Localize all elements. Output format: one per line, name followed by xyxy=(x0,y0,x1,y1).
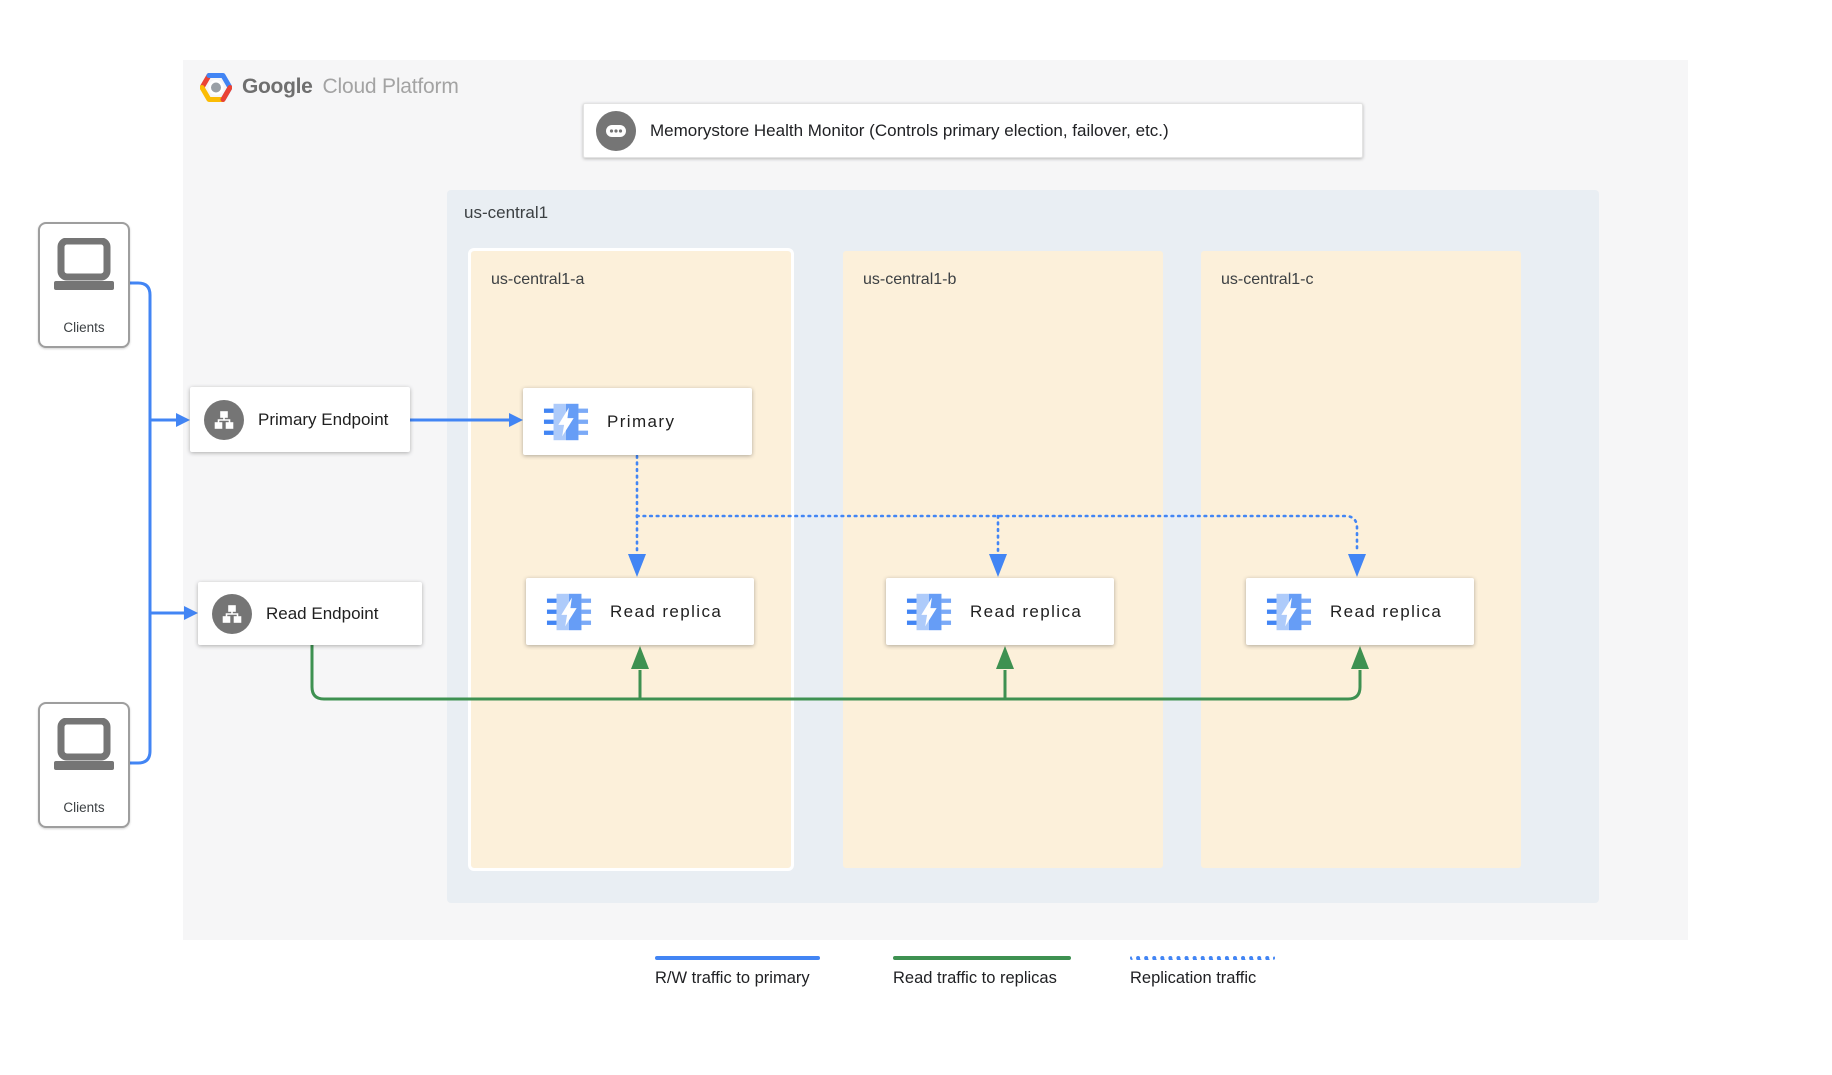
read-endpoint-label: Read Endpoint xyxy=(266,603,379,623)
read-replica-node-c: Read replica xyxy=(1246,578,1474,645)
laptop-icon xyxy=(51,718,117,774)
clients-label: Clients xyxy=(63,320,105,335)
read-endpoint-node: Read Endpoint xyxy=(198,582,422,645)
health-monitor-box: Memorystore Health Monitor (Controls pri… xyxy=(583,103,1363,158)
logo-text-cloud-platform: Cloud Platform xyxy=(322,75,459,98)
health-monitor-label: Memorystore Health Monitor (Controls pri… xyxy=(650,120,1169,140)
gcp-logo: Google Cloud Platform xyxy=(200,70,459,104)
legend-read-label: Read traffic to replicas xyxy=(893,969,1057,987)
memorystore-icon xyxy=(906,589,952,635)
legend-line-blue-dotted xyxy=(1130,956,1275,960)
clients-label: Clients xyxy=(63,800,105,815)
network-endpoint-icon xyxy=(212,593,252,634)
legend-line-blue-solid xyxy=(655,956,820,960)
read-replica-node-a: Read replica xyxy=(526,578,754,645)
primary-node: Primary xyxy=(523,388,752,455)
legend-rw-traffic: R/W traffic to primary xyxy=(655,956,820,988)
legend-rw-label: R/W traffic to primary xyxy=(655,969,810,987)
zone-a-label: us-central1-a xyxy=(491,271,585,288)
laptop-icon xyxy=(51,238,117,294)
primary-endpoint-label: Primary Endpoint xyxy=(258,409,389,429)
memorystore-icon xyxy=(543,399,589,445)
clients-box-top: Clients xyxy=(38,222,130,348)
zone-c-label: us-central1-c xyxy=(1221,271,1314,288)
legend-replication-label: Replication traffic xyxy=(1130,969,1257,987)
zone-us-central1-b: us-central1-b xyxy=(843,251,1163,868)
logo-text-google: Google xyxy=(242,75,313,98)
read-replica-label: Read replica xyxy=(610,601,723,621)
console-dots-icon xyxy=(596,110,636,151)
zone-us-central1-c: us-central1-c xyxy=(1201,251,1521,868)
read-replica-node-b: Read replica xyxy=(886,578,1114,645)
region-label: us-central1 xyxy=(464,203,549,222)
legend-replication-traffic: Replication traffic xyxy=(1130,956,1275,988)
primary-label: Primary xyxy=(607,411,676,431)
zone-b-label: us-central1-b xyxy=(863,271,957,288)
read-replica-label: Read replica xyxy=(1330,601,1443,621)
network-endpoint-icon xyxy=(204,399,244,440)
gcp-hexagon-icon xyxy=(200,72,232,102)
zone-us-central1-a: us-central1-a xyxy=(468,248,794,871)
memorystore-icon xyxy=(1266,589,1312,635)
legend-read-traffic: Read traffic to replicas xyxy=(893,956,1071,988)
clients-box-bottom: Clients xyxy=(38,702,130,828)
primary-endpoint-node: Primary Endpoint xyxy=(190,387,410,452)
read-replica-label: Read replica xyxy=(970,601,1083,621)
legend-line-green-solid xyxy=(893,956,1071,960)
memorystore-icon xyxy=(546,589,592,635)
